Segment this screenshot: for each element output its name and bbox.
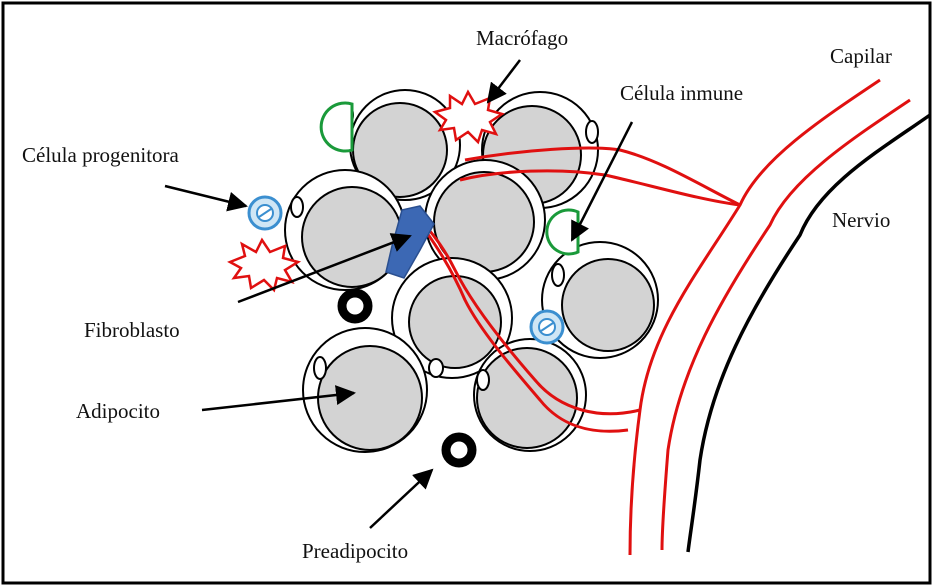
adipocyte [474, 339, 586, 451]
adipocyte [542, 242, 658, 358]
label-capilar: Capilar [830, 44, 892, 68]
preadipocyte [446, 437, 472, 463]
preadipocyte [342, 293, 368, 319]
progenitor-cell [531, 311, 563, 343]
label-preadipocito: Preadipocito [302, 539, 408, 563]
immune-cell [547, 210, 578, 254]
label-adipocito: Adipocito [76, 399, 160, 423]
label-macrofago: Macrófago [476, 26, 568, 50]
progenitor-cell [249, 197, 281, 229]
label-nervio: Nervio [832, 208, 890, 232]
adipocyte [303, 328, 427, 452]
label-celula-inmune: Célula inmune [620, 81, 743, 105]
label-fibroblasto: Fibroblasto [84, 318, 180, 342]
label-celula-progenitora: Célula progenitora [22, 143, 180, 167]
